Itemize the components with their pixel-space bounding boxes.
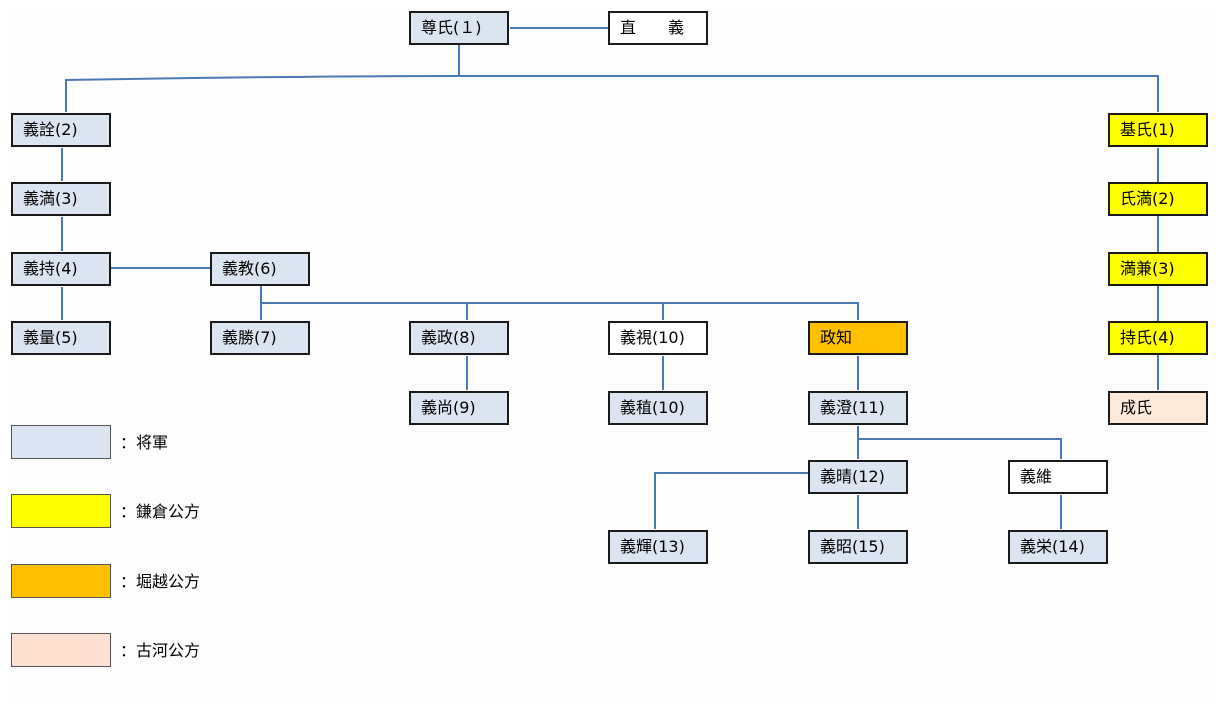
node-takauji: 尊氏(１) (409, 11, 509, 45)
line-yoshizumi-branch (857, 426, 1062, 459)
node-yoshikatsu: 義勝(7) (210, 321, 310, 355)
line-yoshiharu-yoshiteru (654, 472, 808, 529)
legend-swatch-kamakura (11, 494, 111, 528)
line-main-branch (65, 75, 1159, 112)
node-yoshiaki: 義昭(15) (808, 530, 908, 564)
legend-label-shogun: ：将軍 (120, 433, 169, 452)
line-yoshinori-branch (260, 286, 859, 320)
diagram-canvas (10, 8, 1210, 702)
legend-swatch-horigoe (11, 564, 111, 598)
node-yoshikazu: 義量(5) (11, 321, 111, 355)
legend-swatch-koga (11, 633, 111, 667)
node-yoshiakira: 義詮(2) (11, 113, 111, 147)
legend-label-horigoe: ：堀越公方 (120, 572, 201, 591)
node-tadayoshi: 直 義 (608, 11, 708, 45)
node-yoshitane: 義稙(10) (608, 391, 708, 425)
node-mitsukane: 満兼(3) (1108, 252, 1208, 286)
legend-label-koga: ：古河公方 (120, 641, 201, 660)
legend-swatch-shogun (11, 425, 111, 459)
node-yoshimochi: 義持(4) (11, 252, 111, 286)
node-yoshitsuna: 義維 (1008, 460, 1108, 494)
node-yoshizumi: 義澄(11) (808, 391, 908, 425)
node-yoshimasa: 義政(8) (409, 321, 509, 355)
node-motouji: 基氏(1) (1108, 113, 1208, 147)
node-yoshimitsu: 義満(3) (11, 182, 111, 216)
node-shigeuji: 成氏 (1108, 391, 1208, 425)
node-yoshihide: 義栄(14) (1008, 530, 1108, 564)
node-masatomo: 政知 (808, 321, 908, 355)
node-yoshinori: 義教(6) (210, 252, 310, 286)
node-yoshihisa: 義尚(9) (409, 391, 509, 425)
legend-label-kamakura: ：鎌倉公方 (120, 502, 201, 521)
node-yoshiteru: 義輝(13) (608, 530, 708, 564)
node-ujimitsu: 氏満(2) (1108, 182, 1208, 216)
node-yoshiharu: 義晴(12) (808, 460, 908, 494)
node-mochiuji: 持氏(4) (1108, 321, 1208, 355)
node-yoshimi: 義視(10) (608, 321, 708, 355)
